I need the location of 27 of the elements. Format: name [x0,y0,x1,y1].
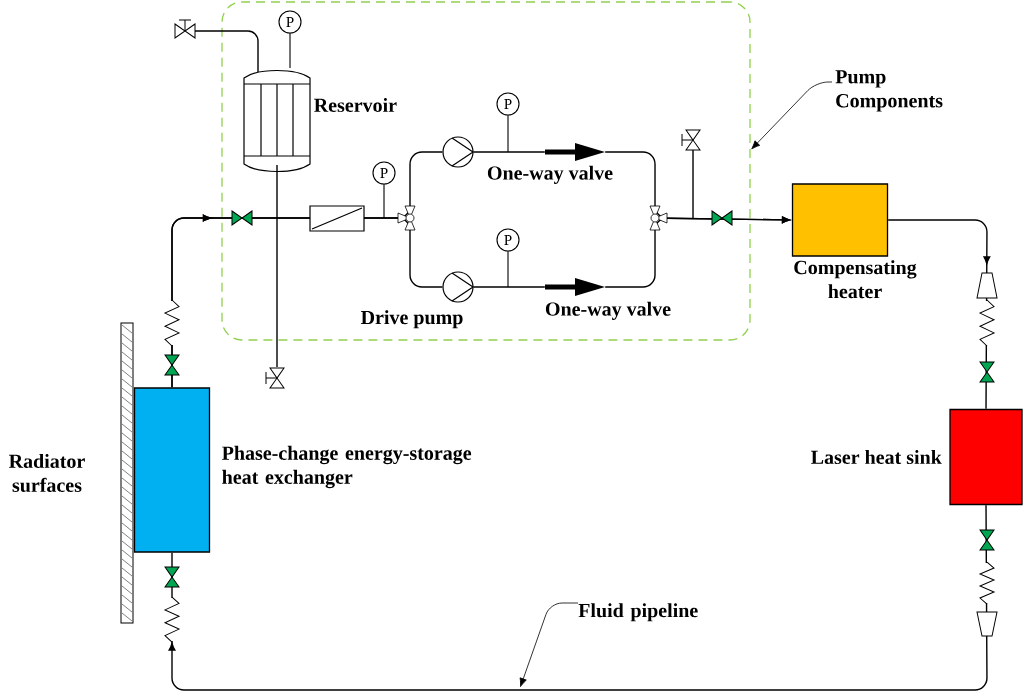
dashed-region [221,1,751,341]
pipe [604,216,790,288]
pressure-gauge: P [278,10,302,69]
node-label: One-way valve [487,165,613,184]
pressure-gauge: P [372,161,396,219]
leader-line [519,602,579,687]
node-label: Compensating heater [794,260,917,299]
pump-symbol [442,136,475,168]
node-label: Radiator surfaces [8,453,85,493]
node-label: Reservoir [314,97,397,113]
callout-text: Pump Components [835,70,943,112]
pipe [171,214,444,389]
node-label: One-way valve [545,301,671,320]
node-label: Laser heat sink [811,449,942,465]
node-label: Phase-change energy-storage heat exchanger [222,445,472,489]
callout-text: Fluid pipeline [578,603,698,622]
pipe [168,504,988,691]
radiator-plate: Radiator surfaces [9,322,134,624]
leader-line [751,81,833,150]
pipe [887,219,991,410]
pressure-gauge: P [496,92,520,153]
component-box: Laser heat sink [811,408,1023,506]
pipe [472,151,546,153]
pressure-gauge: P [496,228,520,288]
component-box: Compensating heater [791,183,917,299]
component-box: Phase-change energy-storage heat exchanger [133,387,472,553]
pipe [472,286,546,288]
